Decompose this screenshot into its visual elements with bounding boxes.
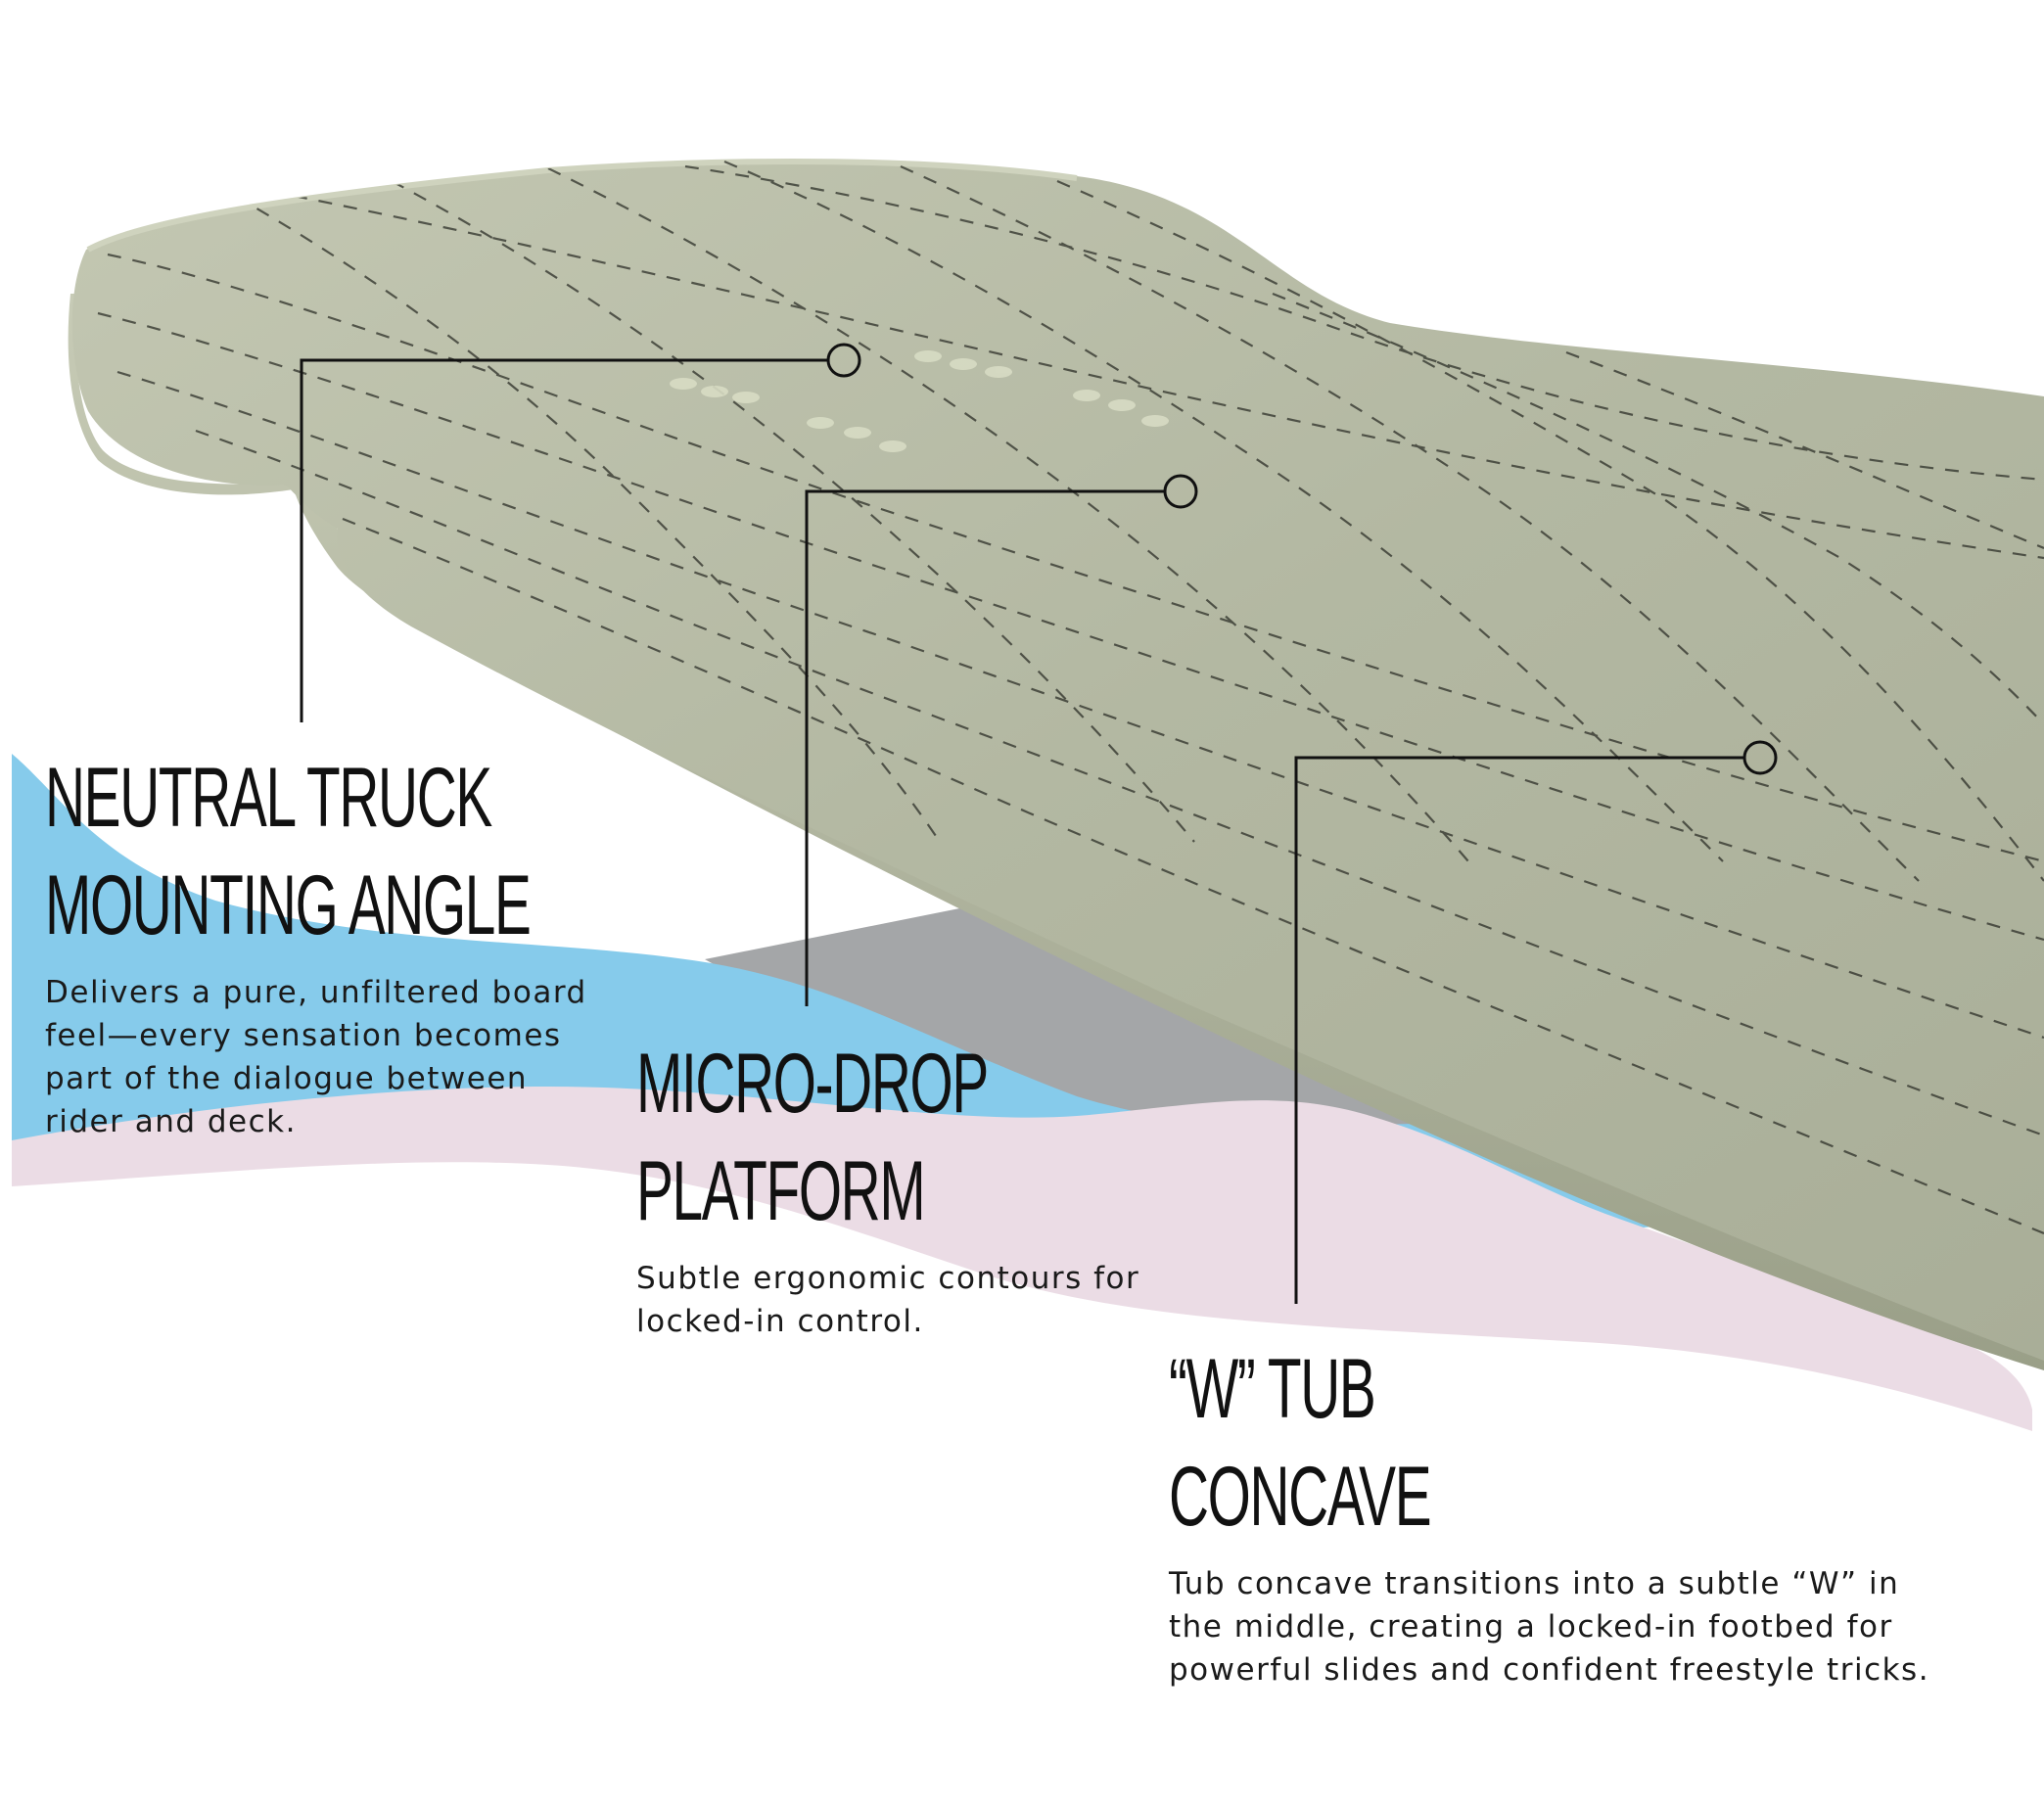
feature-title-line: CONCAVE: [1169, 1450, 1432, 1544]
ground-shadow: [705, 897, 1527, 1165]
feature-description: Subtle ergonomic contours for locked-in …: [636, 1261, 1140, 1339]
leader-line-wtub: [1294, 740, 1778, 1304]
feature-title: “W” TUB CONCAVE: [1169, 1335, 1686, 1551]
feature-w-tub-concave: “W” TUB CONCAVE Tub concave transitions …: [1169, 1335, 1952, 1691]
leader-line-microdrop: [805, 474, 1198, 1006]
feature-title: NEUTRAL TRUCK MOUNTING ANGLE: [45, 744, 532, 959]
feature-neutral-truck: NEUTRAL TRUCK MOUNTING ANGLE Delivers a …: [45, 744, 780, 1143]
marker-neutral-icon: [826, 343, 861, 378]
feature-title-line: PLATFORM: [636, 1144, 926, 1238]
feature-micro-drop: MICRO-DROP PLATFORM Subtle ergonomic con…: [636, 1030, 1169, 1343]
deck-grid-lines: [97, 160, 2044, 1235]
feature-title-line: MICRO-DROP: [636, 1037, 989, 1131]
marker-microdrop-icon: [1163, 474, 1198, 509]
marker-wtub-icon: [1742, 740, 1778, 775]
feature-title-line: MOUNTING ANGLE: [45, 858, 532, 952]
truck-mount-holes: [670, 350, 1169, 452]
feature-description: Tub concave transitions into a subtle “W…: [1169, 1566, 1930, 1688]
pink-wave-shape: [12, 1087, 2032, 1431]
feature-title-line: NEUTRAL TRUCK: [45, 751, 492, 845]
feature-title: MICRO-DROP PLATFORM: [636, 1030, 989, 1245]
leader-line-neutral: [300, 343, 861, 722]
feature-title-line: “W” TUB: [1169, 1342, 1376, 1436]
feature-description: Delivers a pure, unfiltered board feel—e…: [45, 975, 587, 1139]
